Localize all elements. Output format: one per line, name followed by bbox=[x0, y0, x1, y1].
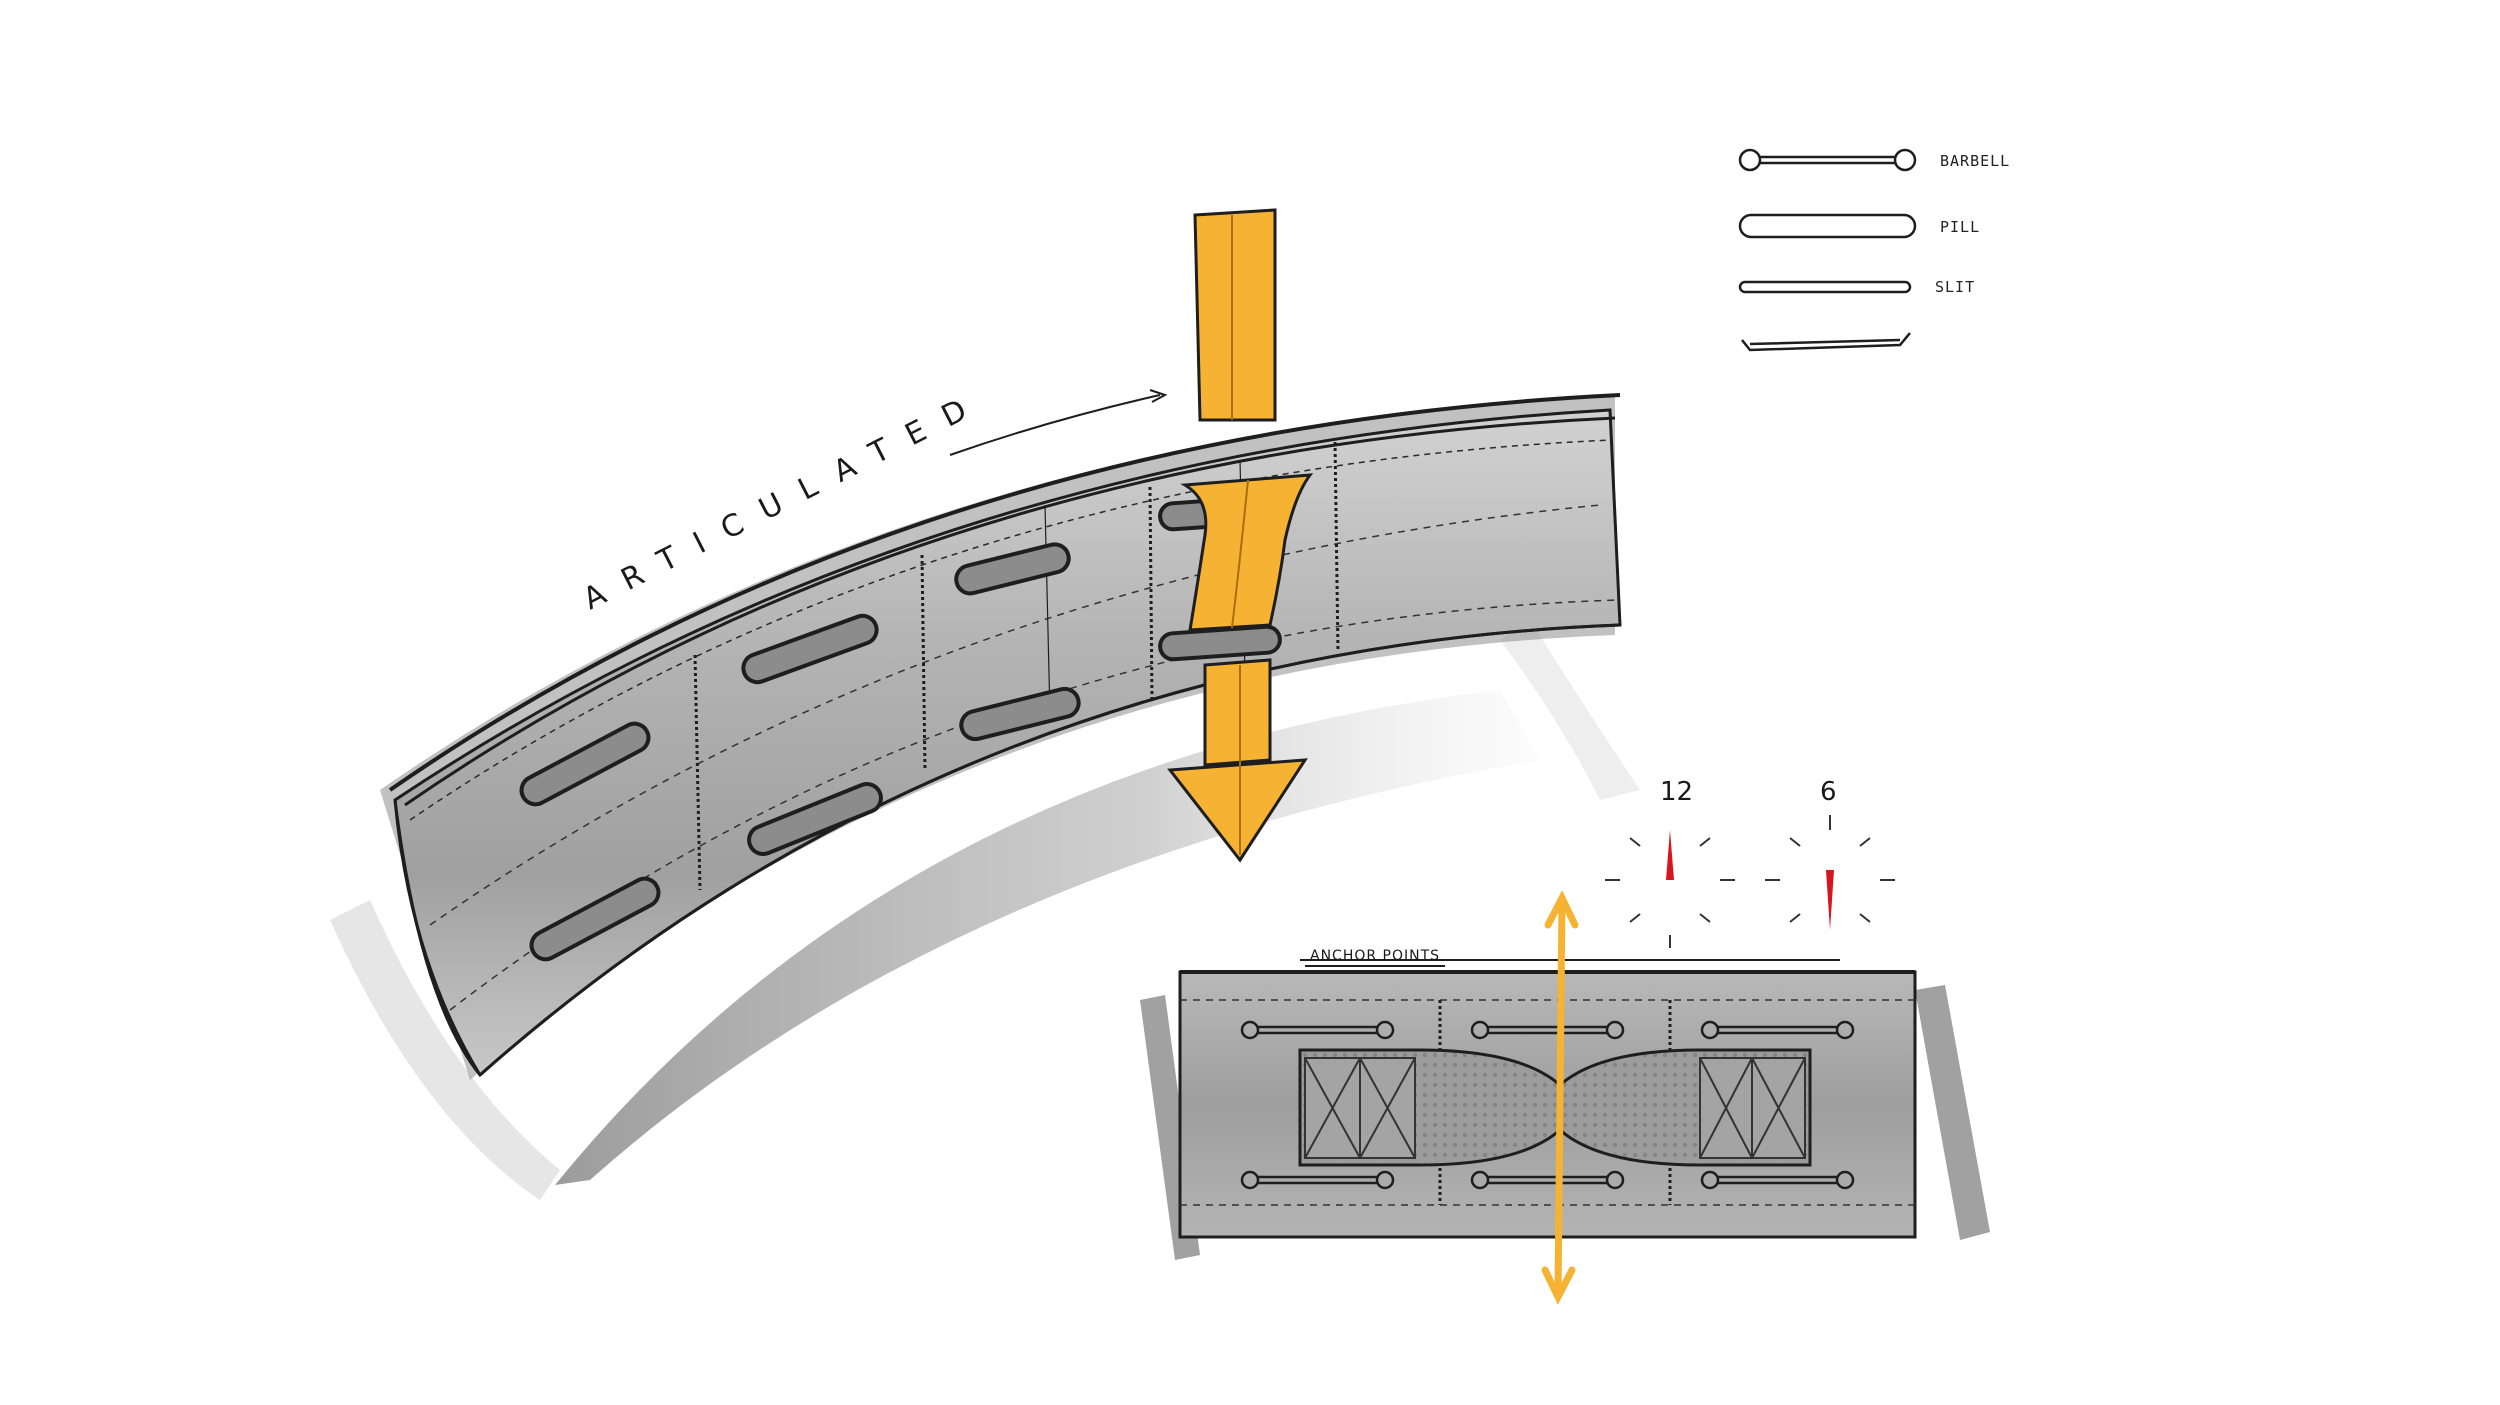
clock-6-label: 6 bbox=[1820, 777, 1837, 807]
clock-6: 6 bbox=[1765, 777, 1895, 930]
anchor-pad-right bbox=[1699, 1057, 1806, 1159]
clock-6-hand bbox=[1826, 870, 1834, 930]
articulated-pointer bbox=[949, 394, 1161, 456]
clock-12-hand bbox=[1666, 830, 1674, 880]
legend-label-pill: PILL bbox=[1940, 218, 1980, 236]
clock-12: 12 bbox=[1605, 777, 1735, 948]
legend: BARBELL PILL SLIT bbox=[1738, 148, 2010, 352]
legend-slit bbox=[1738, 280, 1912, 294]
legend-curved-slit bbox=[1741, 332, 1911, 352]
legend-barbell bbox=[1738, 148, 1917, 172]
band-shadow bbox=[555, 690, 1540, 1185]
twist-arrow bbox=[1541, 890, 1579, 1305]
flat-band bbox=[1140, 890, 1990, 1305]
background-shading bbox=[330, 620, 1640, 1200]
clock-12-label: 12 bbox=[1660, 777, 1693, 807]
dogbone-insert bbox=[1298, 1048, 1812, 1167]
band-slots bbox=[519, 494, 1282, 962]
arrowhead bbox=[1167, 758, 1308, 863]
legend-label-slit: SLIT bbox=[1935, 278, 1975, 296]
insertion-arrow bbox=[1167, 208, 1314, 863]
anchor-points-label: ANCHOR POINTS bbox=[1310, 948, 1440, 964]
flat-band-barbells bbox=[1240, 1020, 1855, 1190]
legend-pill bbox=[1738, 213, 1917, 239]
segment-dividers bbox=[693, 441, 1340, 891]
legend-label-barbell: BARBELL bbox=[1940, 152, 2010, 170]
anchor-pad-left bbox=[1304, 1057, 1416, 1159]
articulated-band bbox=[380, 393, 1622, 1080]
